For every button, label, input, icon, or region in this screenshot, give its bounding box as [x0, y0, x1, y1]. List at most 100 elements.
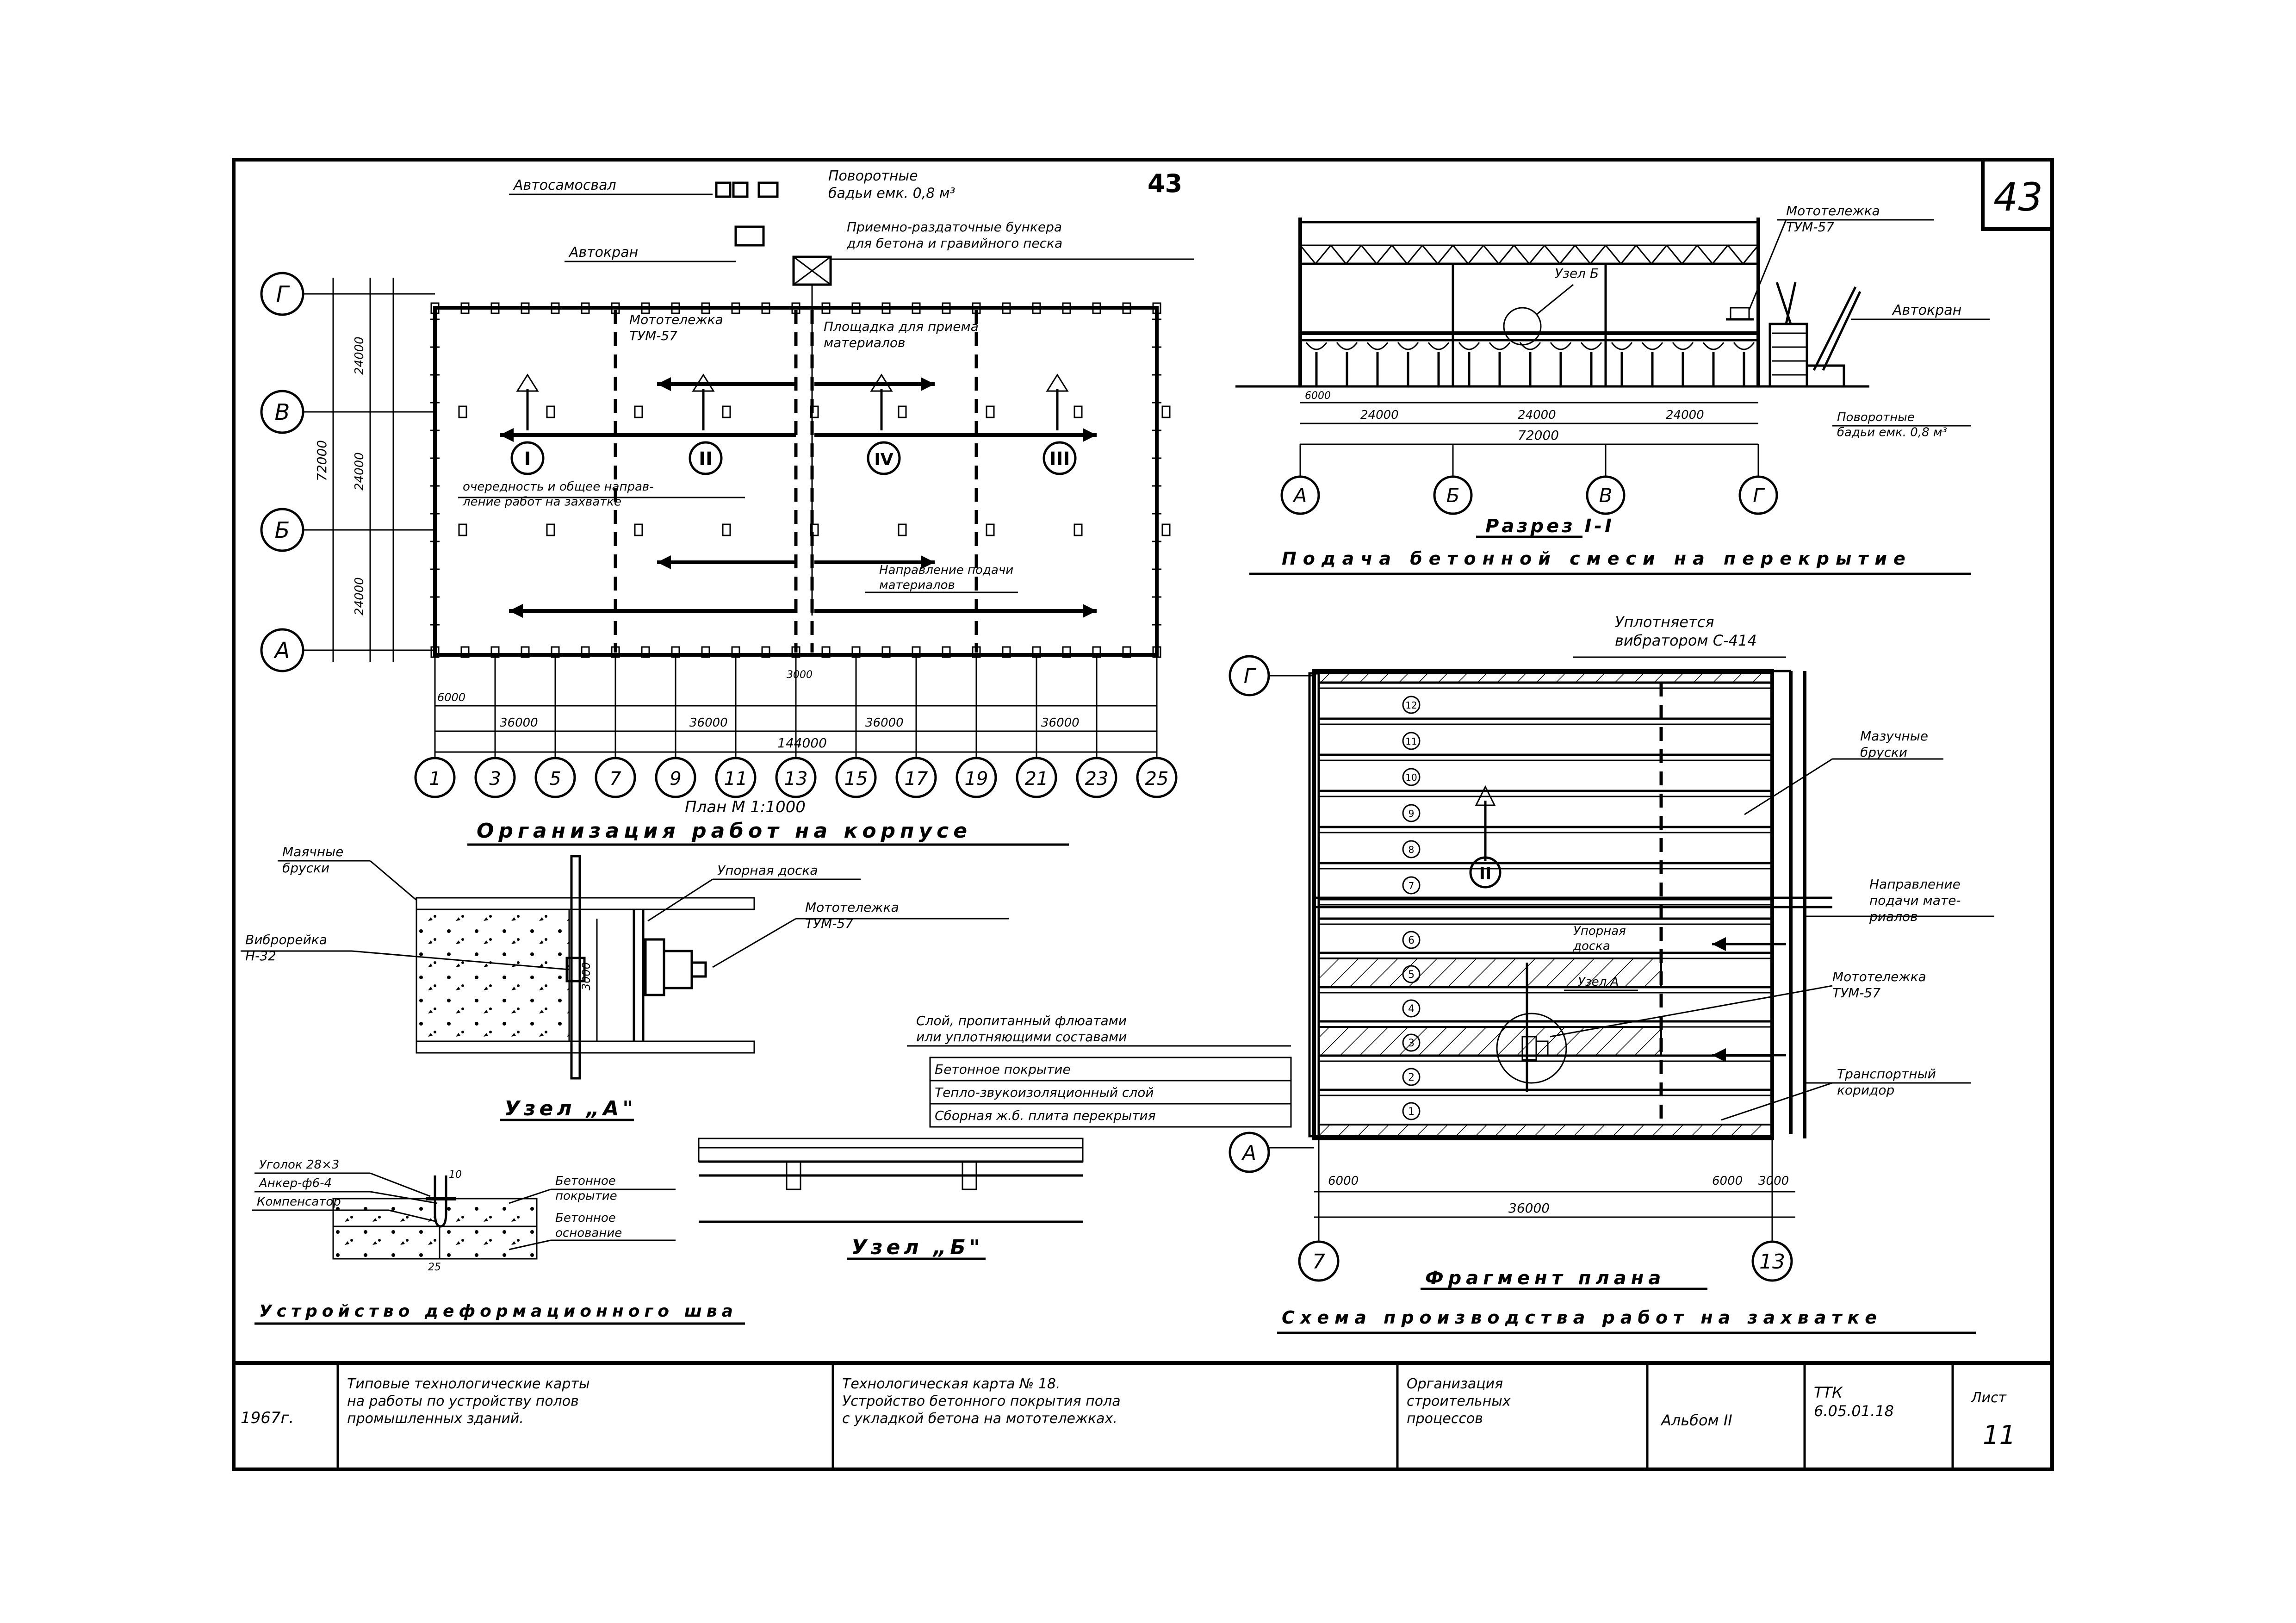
section-label: Разрез I-I — [1485, 516, 1614, 537]
plan-dim-left-total: 72000 — [314, 440, 329, 481]
plan-columns — [430, 302, 1171, 658]
plan-column-inner — [986, 405, 995, 418]
plan-column-bottom — [641, 646, 650, 658]
truss-member — [1727, 245, 1744, 264]
fragment-axis-g: Г — [1244, 665, 1257, 688]
col-axis-label: 17 — [905, 768, 928, 790]
fragment-dim-1: 6000 — [1328, 1174, 1359, 1188]
truss-member — [1421, 245, 1439, 264]
strip-number: 3 — [1408, 1038, 1415, 1049]
plan-column-bottom — [581, 646, 590, 658]
arch — [1580, 342, 1602, 350]
strip-number: 2 — [1408, 1072, 1415, 1083]
plan-column-bottom — [701, 646, 710, 658]
col-axis-circle — [895, 757, 937, 798]
direction-arrows — [500, 373, 1097, 618]
strip-marker — [1402, 768, 1421, 786]
plan-column-top — [1122, 302, 1131, 314]
truss-member — [1513, 245, 1530, 264]
col-axis-label: 23 — [1085, 768, 1109, 790]
col-axis-label: 21 — [1025, 768, 1049, 790]
plan-column-inner — [810, 523, 819, 536]
col-axis-circle — [1136, 757, 1178, 798]
arch — [1427, 342, 1450, 350]
plan-column-inner — [898, 405, 907, 418]
node-b-label: Узел „Б" — [851, 1236, 984, 1259]
node-b-layer-3: Тепло-звукоизоляционный слой — [935, 1085, 1154, 1100]
node-b-layer-2: Бетонное покрытие — [935, 1062, 1071, 1077]
col-axis-circle — [956, 757, 997, 798]
truss-member — [1651, 245, 1668, 264]
truss-member — [1544, 245, 1561, 264]
truss-member — [1330, 245, 1347, 264]
plan-sequence-label: очередность и общее направ-ление работ н… — [462, 480, 654, 509]
plan-column-top — [821, 302, 831, 314]
grip-markers: I II IV III — [510, 441, 1077, 475]
arch — [1702, 342, 1725, 350]
col-axis-circle — [474, 757, 516, 798]
stamp-card: Технологическая карта № 18.Устройство бе… — [842, 1376, 1121, 1427]
fragment-grip: II — [1479, 864, 1492, 883]
plan-column-bottom — [942, 646, 951, 658]
truss-member — [1696, 245, 1713, 264]
section-axis-a: А — [1292, 484, 1307, 507]
truss-member — [1360, 245, 1378, 264]
plan-dim-bottom-total: 144000 — [777, 735, 827, 751]
plan-column-inner — [1161, 405, 1171, 418]
plan-truck-label: Автосамосвал — [513, 177, 616, 193]
arch — [1550, 342, 1572, 350]
col-axis-label: 3 — [489, 768, 501, 790]
corner-box — [1981, 158, 2054, 231]
section-node-b: Узел Б — [1555, 266, 1599, 281]
joint-compensator: Компенсатор — [257, 1195, 341, 1209]
joint-angle: Уголок 28×3 — [259, 1158, 339, 1172]
strip-number: 4 — [1408, 1003, 1415, 1015]
truss-member — [1620, 245, 1637, 264]
strip-number: 12 — [1405, 700, 1417, 711]
plan-column-inner — [810, 405, 819, 418]
plan-column-bottom — [821, 646, 831, 658]
plan-title: Организация работ на корпусе — [477, 819, 972, 843]
strip-marker — [1402, 696, 1421, 714]
row-axis-b: Б — [275, 517, 290, 543]
grip-label-2: II — [699, 448, 713, 470]
plan-column-inner — [634, 523, 643, 536]
plan-column-top — [851, 302, 861, 314]
stamp-sheet: 11 — [1983, 1420, 2016, 1450]
plan-column-top — [641, 302, 650, 314]
plan-dim-bottom-1: 36000 — [500, 716, 538, 730]
plan-column-bottom — [521, 646, 530, 658]
plan-column-bottom — [761, 646, 770, 658]
truss-member — [1437, 245, 1454, 264]
fragment-dim-2: 6000 — [1712, 1174, 1743, 1188]
truss-member — [1315, 245, 1332, 264]
fragment-axis-7: 7 — [1312, 1250, 1325, 1274]
section-dim-2: 24000 — [1518, 408, 1556, 422]
arch — [1366, 342, 1389, 350]
plan-column-bottom — [1002, 646, 1011, 658]
col-axis-circle — [715, 757, 757, 798]
plan-column-inner — [898, 523, 907, 536]
plan-column-bottom — [1122, 646, 1131, 658]
grip-label-3: III — [1049, 448, 1070, 470]
plan-column-inner — [1161, 523, 1171, 536]
strip-marker — [1402, 732, 1421, 750]
plan-dim-bottom-2: 36000 — [689, 716, 728, 730]
section-dim-total: 72000 — [1518, 428, 1559, 443]
plan-column-bottom — [460, 646, 470, 658]
section-axis-b: Б — [1446, 484, 1460, 507]
